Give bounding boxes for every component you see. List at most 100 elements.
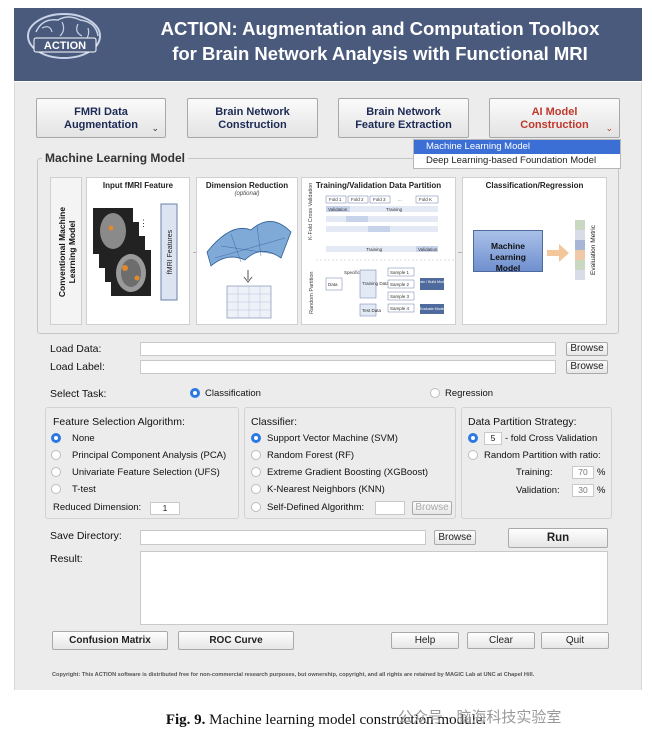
app-header [14, 8, 642, 81]
ml-model-line1: Machine Learning [490, 241, 526, 262]
fs-ufs-radio[interactable] [51, 467, 61, 477]
kfold-radio[interactable] [468, 433, 478, 443]
random-partition-label: Random Partition [309, 271, 315, 315]
side-label-line2: Learning Model [67, 220, 77, 284]
quit-button[interactable]: Quit [541, 632, 609, 649]
logo-text: ACTION [44, 40, 86, 52]
fs-none-label: None [72, 433, 95, 444]
partition-title: Training/Validation Data Partition [315, 181, 442, 190]
ml-model-box: Machine Learning Model [473, 230, 543, 273]
feature-extraction-button[interactable]: Brain Network Feature Extraction [338, 98, 469, 138]
button-line2: Feature Extraction [355, 119, 452, 131]
classification-title: Classification/Regression [485, 181, 584, 190]
help-button[interactable]: Help [391, 632, 459, 649]
ml-model-line2: Model [495, 263, 521, 273]
reduced-dimension-input[interactable]: 1 [150, 502, 180, 515]
rf-radio[interactable] [251, 450, 261, 460]
button-line1: Brain Network [215, 106, 290, 118]
brain-network-construction-button[interactable]: Brain Network Construction [187, 98, 318, 138]
chevron-down-icon: ⌄ [151, 123, 159, 133]
self-defined-input[interactable] [375, 501, 405, 515]
training-ratio-input[interactable]: 70 [572, 466, 594, 479]
fs-ttest-label: T-test [72, 484, 96, 495]
eval-model-label: Evaluate Model [420, 307, 445, 311]
menu-item-machine-learning[interactable]: Machine Learning Model [414, 140, 620, 154]
knn-label: K-Nearest Neighbors (KNN) [267, 484, 385, 495]
brain-slices-icon: ⋮ fMRI Features [93, 203, 178, 301]
kfold-input[interactable]: 5 [484, 432, 502, 445]
clear-button[interactable]: Clear [467, 632, 535, 649]
classification-option-label: Classification [205, 388, 261, 399]
knn-radio[interactable] [251, 484, 261, 494]
training-percent: % [597, 467, 606, 478]
reduced-dimension-label: Reduced Dimension: [53, 502, 142, 513]
self-defined-browse-button[interactable]: Browse [412, 501, 452, 515]
eval-metric-label: Evaluation Metric [590, 224, 597, 275]
fmri-features-label: fMRI Features [167, 229, 174, 274]
action-logo: ACTION [22, 10, 112, 68]
training-label: Training [386, 207, 403, 212]
button-line1: Brain Network [366, 106, 441, 118]
button-line2: Construction [520, 119, 589, 131]
caption-text: Machine learning model construction modu… [209, 712, 487, 728]
menu-item-deep-learning[interactable]: Deep Learning-based Foundation Model [426, 155, 597, 166]
dimension-reduction-title: Dimension Reduction [205, 181, 289, 190]
input-fmri-panel: Input fMRI Feature ⋮ fMRI Features [86, 177, 190, 325]
evaluation-metric-icon: Evaluation Metric [547, 220, 597, 280]
ai-model-construction-button[interactable]: AI Model Construction ⌄ [489, 98, 620, 138]
manifold-surface-icon [206, 221, 292, 319]
classification-radio[interactable] [190, 388, 200, 398]
confusion-matrix-button[interactable]: Confusion Matrix [52, 631, 168, 650]
fs-pca-radio[interactable] [51, 450, 61, 460]
partition-strategy-title: Data Partition Strategy: [468, 416, 577, 428]
arrow-icon: → [456, 246, 466, 257]
validation-percent: % [597, 485, 606, 496]
random-partition-text: Random Partition with ratio: [484, 450, 601, 461]
self-defined-radio[interactable] [251, 502, 261, 512]
data-label: Data [328, 282, 338, 287]
dimension-reduction-panel: Dimension Reduction (optional) [196, 177, 298, 325]
load-label-browse-button[interactable]: Browse [566, 360, 608, 374]
random-partition-radio[interactable] [468, 450, 478, 460]
fold-1-label: Fold 1 [329, 197, 342, 202]
app-title: ACTION: Augmentation and Computation Too… [120, 16, 640, 66]
input-fmri-title: Input fMRI Feature [102, 181, 174, 190]
rf-label: Random Forest (RF) [267, 450, 355, 461]
roc-curve-button[interactable]: ROC Curve [178, 631, 294, 650]
ml-group-title: Machine Learning Model [42, 151, 189, 165]
fs-ufs-label: Univariate Feature Selection (UFS) [72, 467, 220, 478]
load-data-browse-button[interactable]: Browse [566, 342, 608, 356]
regression-option-label: Regression [445, 388, 494, 399]
fs-ttest-radio[interactable] [51, 484, 61, 494]
fold-2-label: Fold 2 [351, 197, 364, 202]
data-partition-panel: Training/Validation Data Partition K-Fol… [301, 177, 456, 325]
regression-radio[interactable] [430, 388, 440, 398]
self-defined-label: Self-Defined Algorithm: [267, 502, 365, 513]
side-label-line1: Conventional Machine [57, 206, 67, 298]
validation-label-k: Validation [418, 247, 438, 252]
side-label-panel: Conventional Machine Learning Model [50, 177, 82, 325]
validation-label: Validation [328, 207, 348, 212]
validation-ratio-input[interactable]: 30 [572, 484, 594, 497]
copyright-note: Copyright: This ACTION software is distr… [52, 672, 535, 678]
xgboost-label: Extreme Gradient Boosting (XGBoost) [267, 467, 429, 478]
button-line1: FMRI Data [74, 106, 128, 118]
fmri-augmentation-button[interactable]: FMRI Data Augmentation ⌄ [36, 98, 166, 138]
svm-radio[interactable] [251, 433, 261, 443]
fold-k-label: Fold K [419, 197, 432, 202]
load-data-input[interactable] [140, 342, 556, 356]
svm-label: Support Vector Machine (SVM) [267, 433, 398, 444]
result-textarea[interactable] [140, 551, 608, 625]
load-label-input[interactable] [140, 360, 556, 374]
save-browse-button[interactable]: Browse [434, 530, 476, 545]
specific-label: Specific [344, 270, 361, 275]
sample-2: Sample 2 [390, 282, 410, 287]
run-button[interactable]: Run [508, 528, 608, 548]
fs-none-radio[interactable] [51, 433, 61, 443]
watermark-text: 公众号 · 脑海科技实验室 [398, 709, 562, 726]
training-ratio-label: Training: [516, 467, 553, 478]
save-directory-input[interactable] [140, 530, 426, 545]
classifier-title: Classifier: [251, 416, 298, 428]
xgboost-radio[interactable] [251, 467, 261, 477]
test-data-label: Test Data [362, 308, 382, 313]
